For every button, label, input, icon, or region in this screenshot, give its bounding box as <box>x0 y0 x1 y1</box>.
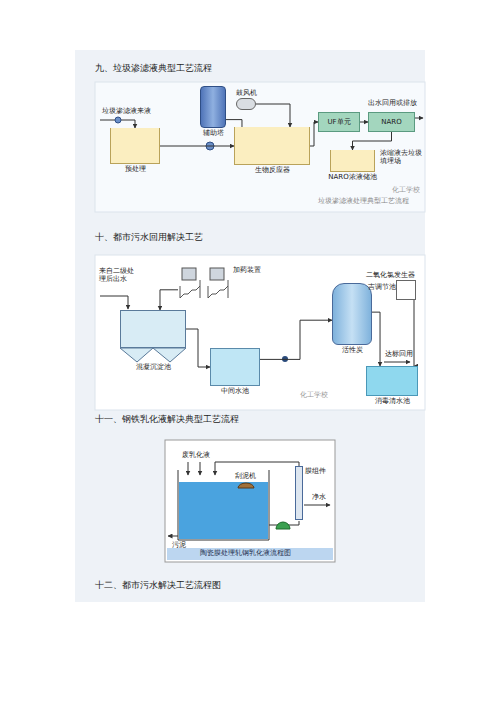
return-pipe <box>215 462 299 475</box>
outflow-label: 达标回用 <box>385 351 413 359</box>
pipe-connector <box>226 120 242 127</box>
pipe-connector <box>160 290 178 310</box>
node-label: 二氧化氯发生器 <box>366 271 415 279</box>
dosing-unit: 加药装置 <box>178 266 230 300</box>
pipe-connector <box>186 329 210 367</box>
figure-caption: 陶瓷膜处理轧钢乳化液流程图 <box>200 550 291 558</box>
tank: NARO浓液储池 <box>330 150 375 172</box>
pipe-connector <box>310 122 318 146</box>
generator-box: 二氧化氯发生器 <box>396 280 416 300</box>
inlet-pipe <box>100 296 128 309</box>
feed-arrow <box>188 462 189 475</box>
watermark: 化工学校 <box>392 187 420 195</box>
reuse-arrow <box>384 362 410 363</box>
node-label: 混凝沉淀池 <box>136 363 171 371</box>
settling-tank: 混凝沉淀池 <box>120 310 186 348</box>
tank: 预处理 <box>110 128 160 164</box>
feed-arrow <box>200 462 201 475</box>
section-heading: 十一、钢铁乳化液解决典型工艺流程 <box>95 414 239 425</box>
pump <box>276 522 290 529</box>
pump <box>115 117 121 123</box>
carbon-vessel: 活性炭 <box>332 283 372 345</box>
clean-arrow <box>304 505 330 506</box>
pipe-connector <box>160 146 234 147</box>
node-label: 鼓风机 <box>236 89 257 97</box>
pool: 中间水池 <box>210 348 260 386</box>
node-label: 预处理 <box>125 165 146 173</box>
outflow-label: 净水 <box>312 494 326 502</box>
tank-label: 吉调节池 <box>368 284 396 292</box>
page-band <box>75 50 425 602</box>
node-label: NARO浓液储池 <box>328 173 376 181</box>
node-label: 消毒清水池 <box>375 397 410 405</box>
outlet-pipe <box>415 118 423 119</box>
sludge-arrow <box>168 536 178 537</box>
tower: 辅助塔 <box>200 86 226 128</box>
panel <box>95 82 425 212</box>
panel <box>165 440 335 562</box>
node-label: 活性炭 <box>342 346 363 354</box>
section-heading: 九、垃圾渗滤液典型工艺流程 <box>95 63 212 74</box>
pipe-connector <box>413 300 414 366</box>
panel <box>95 255 425 410</box>
hopper <box>153 348 186 362</box>
blower: 鼓风机 <box>236 98 256 110</box>
tank-wall <box>178 470 269 540</box>
node-label: 生物反应器 <box>255 166 290 174</box>
node-label: 加药装置 <box>233 266 261 274</box>
section-heading: 十二、都市污水解决工艺流程图 <box>95 580 221 591</box>
section-heading: 十、都市污水回用解决工艺 <box>95 232 203 243</box>
inflow-label: 废乳化液 <box>182 452 210 460</box>
pipe-connector <box>360 122 368 123</box>
membrane-module: 膜组件 <box>295 466 303 520</box>
outflow-label: 污泥 <box>172 542 186 550</box>
scraper-icon <box>238 483 254 488</box>
process-box: NARO <box>368 112 415 132</box>
process-box: UF单元 <box>318 112 360 132</box>
dosing-rig <box>180 268 228 298</box>
inflow-label: 垃圾渗滤液来液 <box>102 108 151 116</box>
node-label: UF单元 <box>327 118 350 126</box>
pipe-connector <box>260 320 332 359</box>
hopper <box>120 348 153 362</box>
pipe-connector <box>353 132 392 150</box>
node-label: 中间水池 <box>221 387 249 395</box>
tank: 生物反应器 <box>234 127 310 165</box>
water <box>179 482 268 539</box>
node-label: NARO <box>381 118 401 126</box>
outflow-label: 出水回用或排放 <box>368 100 417 108</box>
node-label: 刮泥机 <box>235 471 256 479</box>
node-label: 膜组件 <box>305 467 326 475</box>
caption-band <box>167 548 333 560</box>
pipe-connector <box>372 312 380 366</box>
outflow-label: 浓缩液去垃圾填埋场 <box>380 150 424 166</box>
pool: 消毒清水池 <box>366 366 418 396</box>
node-label: 辅助塔 <box>203 129 224 137</box>
watermark: 化工学校 <box>300 392 328 400</box>
inflow-label: 来自二级处理后出水 <box>99 268 139 284</box>
watermark: 垃圾渗滤液处理典型工艺流程 <box>318 198 409 206</box>
pipe-connector <box>256 104 290 127</box>
scraper: 刮泥机 <box>228 470 262 481</box>
